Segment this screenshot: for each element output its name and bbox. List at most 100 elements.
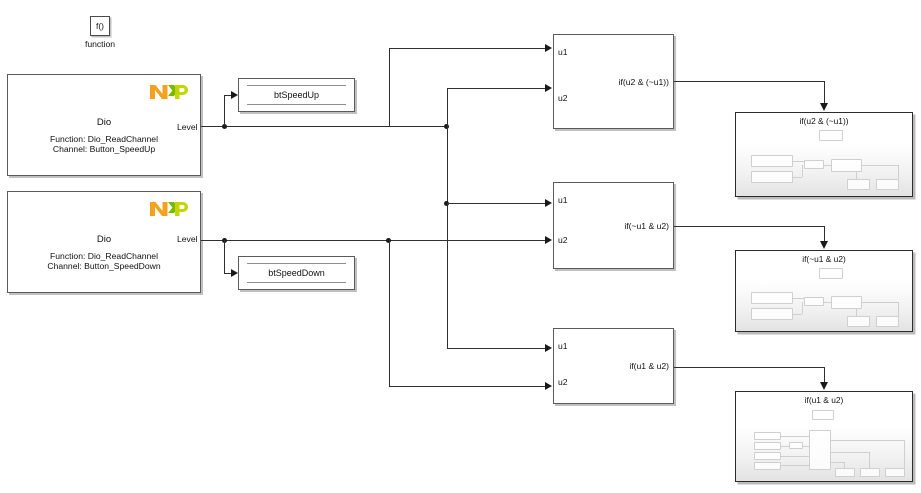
if-block-3-port-u2: u2 [558, 377, 568, 387]
arrow-into-btspeedup [231, 91, 238, 99]
wire-branch-up-1 [447, 88, 448, 126]
mini-block [751, 171, 793, 183]
wire-dio2-to-btspeeddown [224, 240, 225, 273]
mini-block [819, 130, 843, 141]
subsystem-preview-1[interactable]: if(u2 & (~u1)) [735, 112, 913, 197]
arrow-into-if1-u2 [545, 84, 552, 92]
mini-block [835, 468, 855, 477]
mini-block [804, 297, 824, 306]
mini-wire [793, 314, 802, 315]
wire-junction [444, 124, 449, 129]
dio-block-speedup[interactable]: Dio Function: Dio_ReadChannel Channel: B… [7, 74, 201, 176]
wire-to-if2-u1 [447, 203, 546, 204]
subsystem-preview-2[interactable]: if(~u1 & u2) [735, 250, 913, 332]
mini-wire [904, 440, 905, 468]
mini-wire [862, 165, 899, 166]
function-block-label: f() [95, 21, 105, 31]
arrow-into-if2-u1 [545, 199, 552, 207]
mini-wire [898, 165, 899, 179]
wire-junction [444, 201, 449, 206]
signal-bar-top [247, 85, 346, 86]
mini-block [860, 468, 880, 477]
mini-wire [781, 446, 789, 447]
wire-if2-out-down [824, 226, 825, 242]
signal-block-btspeeddown[interactable]: btSpeedDown [238, 256, 355, 290]
wire-to-if1-u2 [447, 88, 546, 89]
mini-wire [781, 456, 809, 457]
mini-block [831, 296, 862, 309]
arrow-into-if3-u1 [545, 344, 552, 352]
wire-junction [222, 124, 227, 129]
mini-wire [824, 302, 831, 303]
mini-block [804, 160, 824, 169]
nxp-logo-icon [149, 199, 191, 218]
mini-block [754, 462, 781, 470]
wire-if3-out-down [824, 367, 825, 383]
wire-if3-out [674, 367, 825, 368]
dio-block-desc-line2: Channel: Button_SpeedDown [47, 261, 161, 271]
arrow-into-subsystem-2 [820, 241, 828, 249]
if-block-2[interactable]: u1 u2 if(~u1 & u2) [553, 182, 674, 269]
mini-wire [824, 165, 831, 166]
mini-block [876, 316, 899, 327]
mini-block [751, 155, 793, 167]
function-block[interactable]: f() [90, 16, 110, 36]
if-block-1-port-u1: u1 [558, 47, 568, 57]
mini-block [754, 432, 781, 440]
mini-block [751, 292, 793, 304]
dio-block-desc-line1: Function: Dio_ReadChannel [50, 251, 158, 261]
mini-wire [781, 465, 809, 466]
mini-wire [793, 177, 802, 178]
wire-down-to-if3-u2 [389, 240, 390, 386]
wire-to-if3-u1 [447, 348, 546, 349]
wire-dio1-level [201, 126, 447, 127]
nxp-logo-icon [149, 82, 191, 101]
dio-block-desc-line2: Channel: Button_SpeedUp [52, 144, 156, 154]
wire-if2-out [674, 226, 825, 227]
if-block-1[interactable]: u1 u2 if(u2 & (~u1)) [553, 34, 674, 129]
signal-bar-bottom [247, 104, 346, 105]
mini-wire [844, 462, 845, 468]
mini-wire [856, 309, 857, 316]
subsystem-3-title: if(u1 & u2) [804, 395, 844, 405]
mini-wire [862, 302, 899, 303]
mini-block [831, 159, 862, 172]
dio-block-title: Dio [96, 234, 112, 245]
if-block-3-port-u1: u1 [558, 341, 568, 351]
dio-block-speeddown[interactable]: Dio Function: Dio_ReadChannel Channel: B… [7, 191, 201, 293]
subsystem-2-title: if(~u1 & u2) [802, 254, 846, 264]
mini-block [754, 452, 781, 460]
mini-wire [793, 161, 804, 162]
wire-branch-down-1 [447, 126, 448, 203]
signal-block-label: btSpeedUp [273, 90, 320, 100]
wire-branch-down-2 [447, 203, 448, 348]
mini-block [809, 430, 831, 470]
wire-dio1-to-btspeedup [224, 95, 232, 96]
mini-block [812, 410, 834, 420]
mini-wire [831, 452, 869, 453]
arrow-into-if3-u2 [545, 382, 552, 390]
mini-block [751, 308, 793, 320]
if-block-3[interactable]: u1 u2 if(u1 & u2) [553, 328, 674, 404]
mini-wire [793, 298, 804, 299]
mini-block [876, 179, 899, 190]
arrow-into-if1-u1 [545, 44, 552, 52]
if-block-2-expression: if(~u1 & u2) [624, 220, 669, 231]
mini-wire [781, 436, 809, 437]
mini-wire [802, 302, 803, 314]
mini-wire [869, 452, 870, 468]
signal-block-btspeedup[interactable]: btSpeedUp [238, 78, 355, 112]
arrow-into-btspeeddown [231, 269, 238, 277]
if-block-2-port-u2: u2 [558, 235, 568, 245]
mini-block [847, 179, 870, 190]
wire-dio2-to-btspeeddown [224, 273, 232, 274]
mini-wire [831, 440, 905, 441]
mini-wire [803, 446, 809, 447]
signal-bar-top [247, 263, 346, 264]
arrow-into-subsystem-1 [820, 103, 828, 111]
dio-block-title: Dio [96, 117, 112, 128]
mini-block [789, 442, 803, 449]
subsystem-preview-3[interactable]: if(u1 & u2) [735, 391, 913, 482]
wire-to-if1-u1 [389, 48, 546, 49]
